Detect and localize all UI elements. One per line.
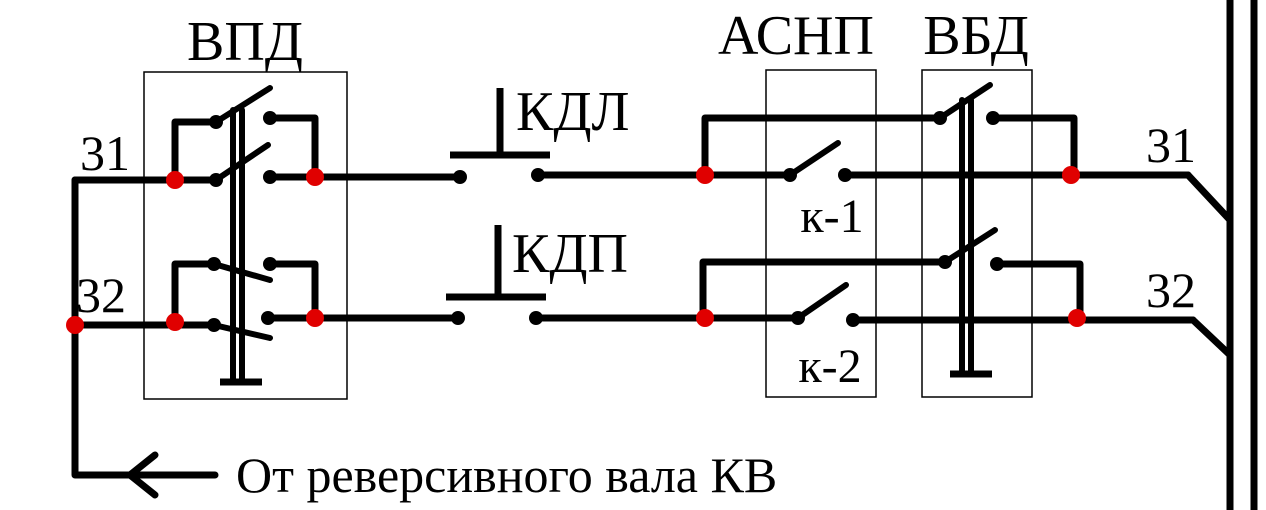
vbd-contact — [990, 257, 1004, 271]
kdp-contact — [529, 311, 543, 325]
vpd-contact — [207, 257, 221, 271]
vbd-contact — [986, 111, 1000, 125]
vpd-blade-2 — [213, 142, 271, 183]
k2-contact — [846, 313, 860, 327]
k2-contact-label: к-2 — [798, 340, 861, 393]
junction-node — [1068, 309, 1086, 327]
wire-31-right-label: 31 — [1146, 117, 1196, 173]
vbd-contact — [933, 111, 947, 125]
vbd-31-bypass-right — [989, 114, 1078, 179]
vpd-block-label: ВПД — [187, 11, 303, 73]
vpd-32-bypass-left — [171, 260, 218, 326]
junction-node — [696, 166, 714, 184]
vbd-blade-1 — [937, 82, 993, 121]
junction-node — [166, 313, 184, 331]
vpd-contact — [263, 111, 277, 125]
kdl-contact — [453, 170, 467, 184]
k2-contact — [791, 311, 805, 325]
kdp-button-label: КДП — [512, 223, 628, 285]
vpd-contact — [263, 170, 277, 184]
k1-contact-label: к-1 — [800, 190, 863, 243]
asnp-block-label: АСНП — [718, 5, 874, 67]
vpd-contact — [261, 311, 275, 325]
kdp-contact — [451, 311, 465, 325]
vpd-contact — [209, 115, 223, 129]
asnp-31-bypass — [701, 114, 944, 179]
vpd-contact — [207, 318, 221, 332]
k1-contact — [783, 168, 797, 182]
left-feed-wire — [71, 176, 219, 479]
vpd-blade-4 — [211, 322, 273, 341]
junction-node — [66, 316, 84, 334]
junction-node — [1062, 166, 1080, 184]
vbd-block-frame — [921, 69, 1033, 398]
k2-blade — [795, 282, 849, 321]
asnp-block-frame — [765, 69, 877, 398]
vpd-31-bypass-left — [171, 118, 220, 184]
vbd-blade-2 — [942, 227, 998, 265]
vbd-32-bypass-right — [993, 260, 1084, 322]
asnp-32-bypass — [699, 258, 949, 322]
vpd-blade-3 — [211, 261, 273, 283]
vpd-blade-1 — [213, 85, 273, 125]
vpd-block-frame — [143, 71, 348, 400]
wire-32-to-bus — [1189, 316, 1234, 359]
junction-node — [306, 168, 324, 186]
vbd-contact — [938, 255, 952, 269]
source-arrow-icon — [126, 451, 159, 499]
wire-32-left-label: 32 — [76, 267, 126, 323]
k1-contact — [838, 168, 852, 182]
junction-node — [696, 309, 714, 327]
vpd-contact — [209, 173, 223, 187]
source-label: От реверсивного вала КВ — [236, 447, 777, 503]
vpd-32-bypass-right — [266, 260, 319, 322]
wire-32-right-label: 32 — [1146, 262, 1196, 318]
junction-node — [166, 171, 184, 189]
junction-node — [306, 309, 324, 327]
kdl-button-label: КДЛ — [516, 81, 630, 143]
vpd-31-bypass-right — [266, 114, 319, 181]
wire-31-left-label: 31 — [80, 125, 130, 181]
k1-blade — [787, 140, 841, 178]
vpd-contact — [263, 257, 277, 271]
kdl-contact — [531, 168, 545, 182]
vbd-block-label: ВБД — [923, 5, 1029, 67]
wire-31-to-bus — [1184, 171, 1234, 224]
